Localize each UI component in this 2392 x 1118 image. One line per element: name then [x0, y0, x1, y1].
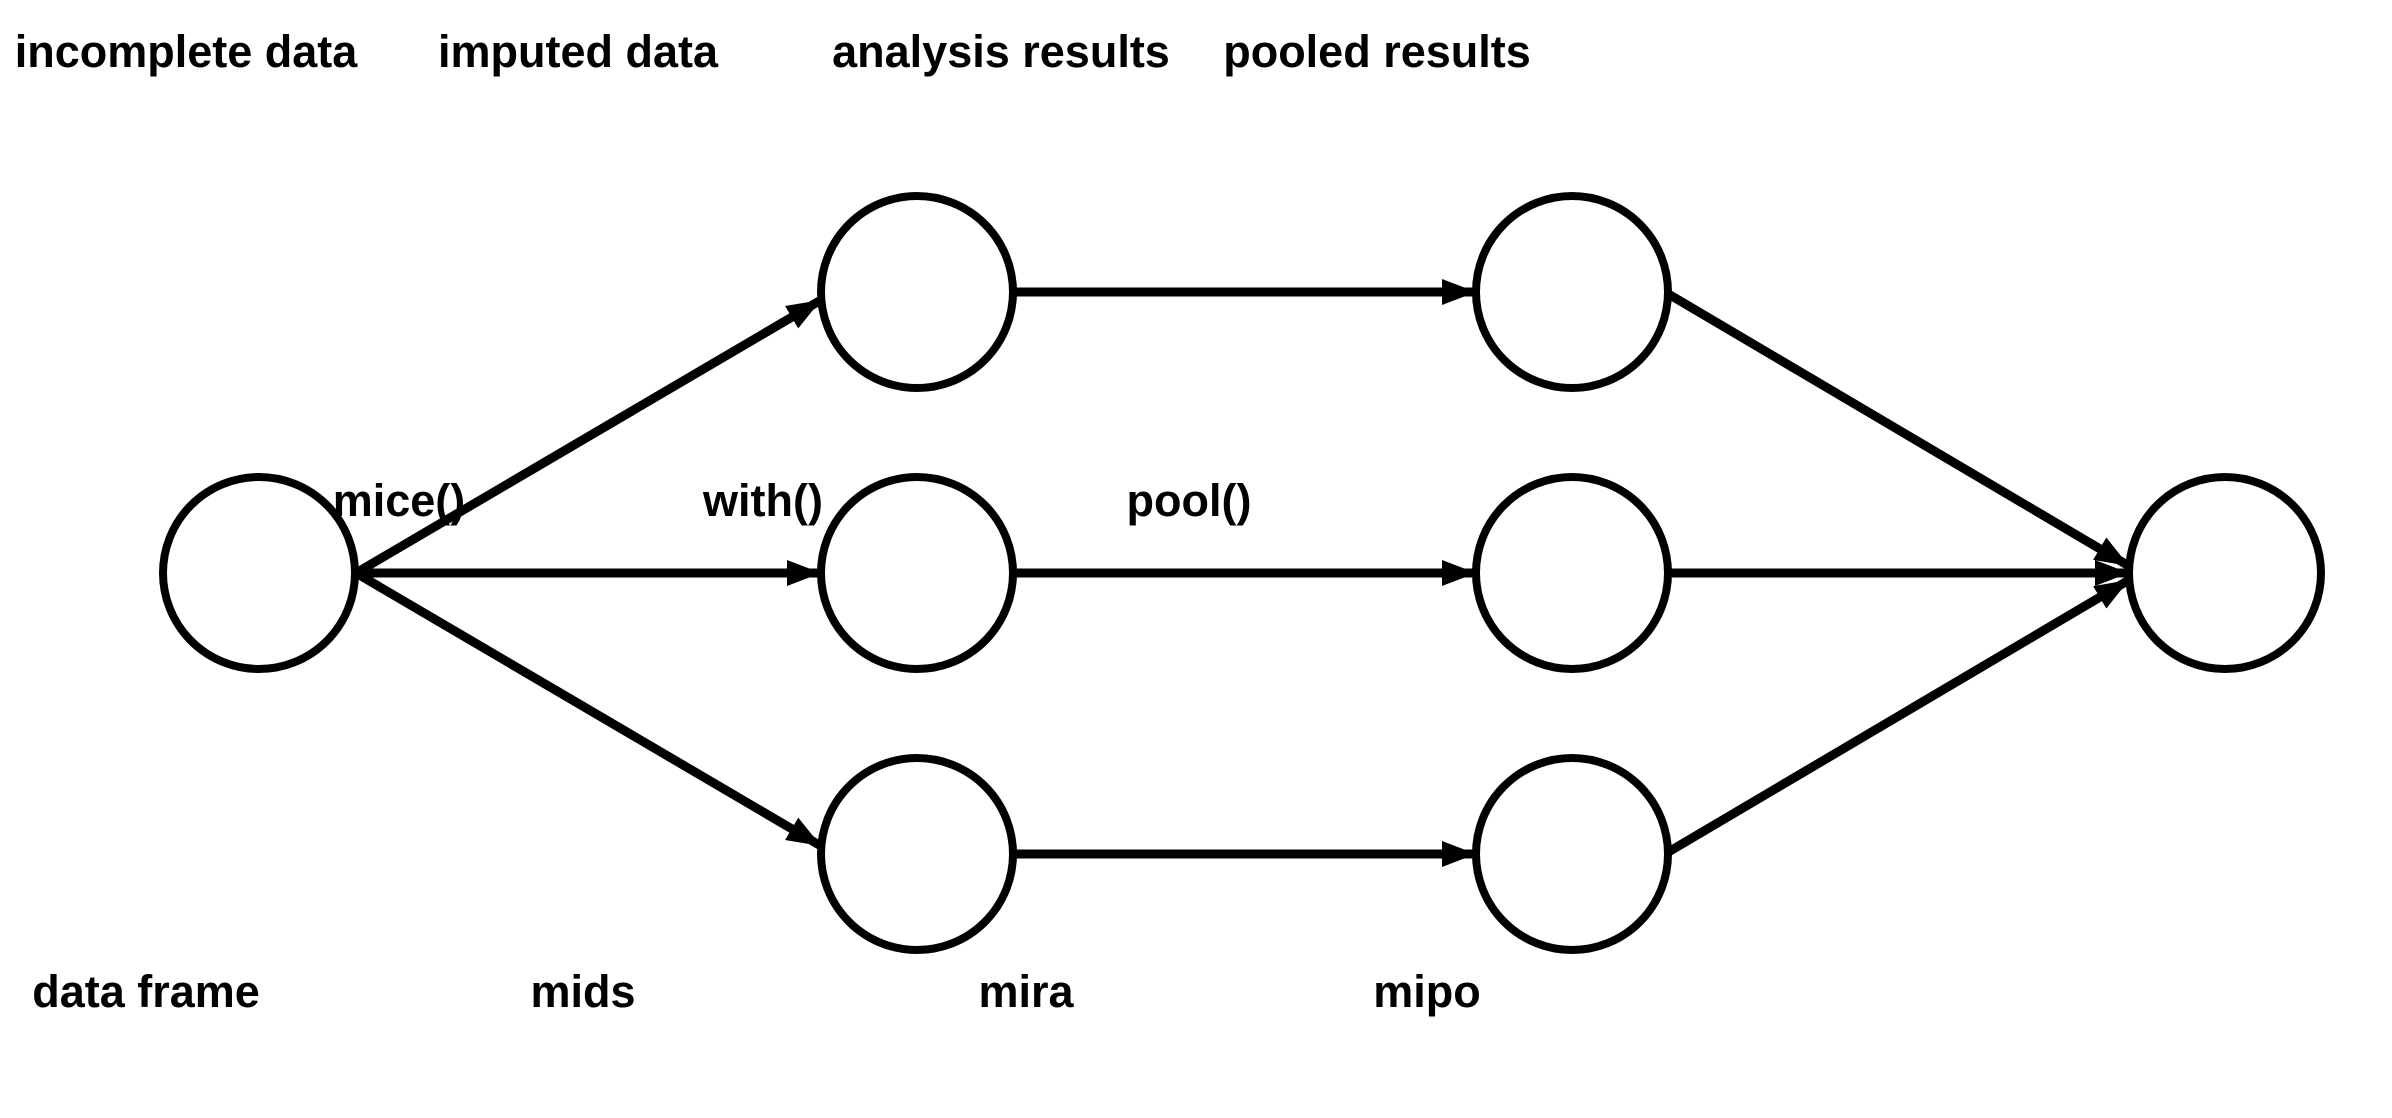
top-label-data-frame: incomplete data [15, 26, 359, 77]
node-mids-3[interactable] [817, 754, 1017, 954]
arrowhead-pool-top [2093, 537, 2129, 566]
nodes-layer [159, 192, 2325, 954]
column-top-labels: incomplete data imputed data analysis resu… [15, 26, 1531, 77]
arrowhead-with-middle [1442, 560, 1476, 586]
arrowhead-with-bottom [1442, 841, 1476, 867]
top-label-mids: imputed data [438, 26, 719, 77]
node-mira-3[interactable] [1472, 754, 1672, 954]
arrowhead-pool-bottom [2093, 580, 2129, 609]
edge-pool-top [1662, 288, 2130, 569]
arrowhead-with-top [1442, 279, 1476, 305]
column-bottom-labels: data frame mids mira mipo [32, 966, 1481, 1017]
bottom-label-data-frame: data frame [32, 966, 260, 1017]
arrowhead-pool-middle [2095, 560, 2129, 586]
bottom-label-mira: mira [978, 966, 1074, 1017]
bottom-label-mipo: mipo [1373, 966, 1481, 1017]
node-mira-1[interactable] [1472, 192, 1672, 392]
edge-mice-bottom [353, 569, 822, 849]
top-label-mira: analysis results [832, 26, 1170, 77]
edge-labels-layer: mice() with() pool() [333, 475, 1252, 526]
node-mids-2[interactable] [817, 473, 1017, 673]
node-df-1[interactable] [159, 473, 359, 673]
edge-label-with: with() [702, 475, 823, 526]
edge-pool-bottom [1662, 577, 2130, 858]
arrowhead-mice-top [785, 300, 821, 329]
edges-layer [353, 287, 2130, 859]
top-label-mipo: pooled results [1223, 26, 1531, 77]
bottom-label-mids: mids [530, 966, 635, 1017]
edge-label-mice: mice() [333, 475, 466, 526]
arrowhead-mice-bottom [785, 817, 821, 846]
edge-mice-top [353, 297, 822, 577]
arrowheads-layer [785, 279, 2129, 867]
arrowhead-mice-middle [787, 560, 821, 586]
edge-label-pool: pool() [1127, 475, 1252, 526]
node-mids-1[interactable] [817, 192, 1017, 392]
node-mipo-1[interactable] [2125, 473, 2325, 673]
node-mira-2[interactable] [1472, 473, 1672, 673]
